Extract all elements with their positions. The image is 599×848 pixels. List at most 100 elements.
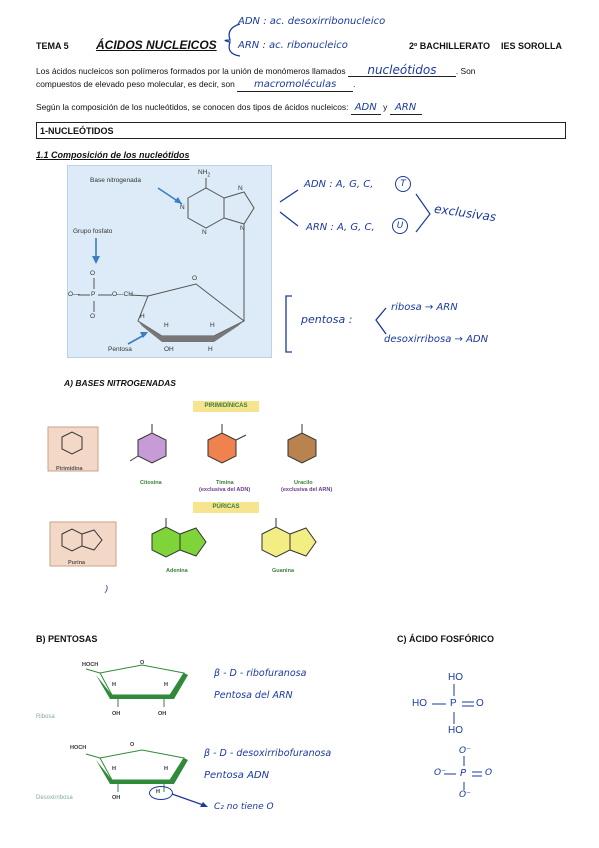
bases-title: A) BASES NITROGENADAS [64, 378, 176, 388]
answer-nucleotidos: nucleótidos [347, 64, 456, 77]
phos-o: O [476, 698, 484, 709]
ribosa-o: O [140, 660, 145, 666]
note-pentosa-arn: Pentosa del ARN [214, 690, 293, 701]
label-n1: N [180, 204, 185, 211]
label-oh: OH [164, 346, 174, 353]
note-arn-u: U [392, 218, 408, 234]
ribosa-hoch2: HOCH [82, 662, 99, 668]
label-desoxirribosa: Desoxirribosa [36, 795, 73, 801]
label-grupo-fosfato: Grupo fosfato [73, 228, 113, 235]
tag-pirimidinicas: PIRIMIDÍNICAS [193, 401, 259, 412]
label-o-minus: O— [68, 291, 80, 298]
nucleotide-diagram [78, 178, 255, 345]
pentose-diagrams [85, 664, 188, 792]
pentosas-title: B) PENTOSAS [36, 634, 98, 644]
intro-text-3y: y [383, 102, 388, 112]
desoxi-h3: H [156, 789, 160, 795]
phosphoric-bonds [432, 684, 482, 790]
phosphate-o-bottom: O⁻ [459, 790, 471, 800]
subsection-title: 1.1 Composición de los nucleótidos [36, 150, 190, 160]
note-desoxirribofuranosa: β - D - desoxirribofuranosa [204, 748, 332, 759]
note-arn-bases: ARN : A, G, C, [306, 222, 375, 233]
label-h3: H [210, 322, 215, 329]
label-n3: N [202, 229, 207, 236]
label-pirimidina: Pirimidina [56, 466, 83, 472]
phos-ho-left: HO [412, 698, 427, 709]
arn-note: ARN : ac. ribonucleico [238, 40, 348, 51]
note-ribosa: ribosa → ARN [391, 302, 458, 313]
pentosa-brackets [285, 295, 387, 353]
desoxi-o: O [130, 742, 135, 748]
label-h4: H [208, 346, 213, 353]
label-o-top: O [90, 270, 96, 277]
label-adenina: Adenina [166, 568, 188, 574]
ribosa-oh1: OH [112, 711, 121, 717]
school-label: IES SOROLLA [501, 41, 563, 51]
label-guanina: Guanina [272, 568, 295, 574]
label-och2: O—CH [112, 291, 133, 298]
note-desoxirribosa: desoxirribosa → ADN [384, 334, 489, 345]
phos-ho-bottom: HO [448, 725, 463, 736]
desoxi-h1: H [112, 766, 116, 772]
label-n9: N [240, 225, 245, 232]
c2-highlight-circle [149, 786, 173, 800]
answer-adn: ADN [350, 102, 381, 115]
course-label: 2º BACHILLERATO [409, 41, 490, 51]
fosforico-title: C) ÁCIDO FOSFÓRICO [397, 634, 494, 644]
intro-text-2a: compuestos de elevado peso molecular, es… [36, 79, 235, 89]
intro-text-3a: Según la composición de los nucleótidos,… [36, 102, 349, 112]
pyrimidine-molecules [47, 424, 317, 472]
ribosa-h2: H [164, 682, 168, 688]
note-adn-t: T [395, 176, 411, 192]
intro-text-1b: . Son [455, 66, 476, 76]
phosphate-o-right: O [485, 768, 493, 778]
label-uracilo-nota: (exclusiva del ARN) [281, 487, 333, 493]
phos-p: P [450, 698, 457, 709]
note-ribofuranosa: β - D - ribofuranosa [214, 668, 307, 679]
answer-macromoleculas: macromoléculas [237, 79, 354, 92]
nh2-subscript: 2 [207, 172, 211, 179]
note-pentosa-adn: Pentosa ADN [204, 770, 270, 781]
label-base-nitrogenada: Base nitrogenada [90, 177, 141, 184]
label-purina: Purina [68, 560, 86, 566]
phosphate-o-left: O⁻ [434, 768, 446, 778]
intro-line-2: compuestos de elevado peso molecular, es… [36, 78, 576, 92]
label-timina-nota: (exclusiva del ADN) [199, 487, 251, 493]
ribosa-oh2: OH [158, 711, 167, 717]
label-n7: N [238, 185, 243, 192]
label-timina: Timina [216, 480, 234, 486]
note-adn-bases: ADN : A, G, C, [304, 179, 374, 190]
desoxi-h2: H [164, 766, 168, 772]
label-pentosa: Pentosa [108, 346, 132, 353]
label-uracilo: Uracilo [294, 480, 313, 486]
label-o-bottom: O [90, 313, 96, 320]
label-nh2: NH2 [198, 169, 210, 178]
note-exclusivas: exclusivas [433, 201, 497, 225]
label-ring-o: O [192, 275, 198, 282]
label-p: P [91, 291, 96, 298]
purine-molecules [49, 518, 317, 567]
phos-ho-top: HO [448, 672, 463, 683]
c2-arrow [171, 793, 208, 807]
composition-brackets [279, 189, 431, 233]
ribosa-h1: H [112, 682, 116, 688]
intro-text-2b: . [353, 79, 356, 89]
nucleotide-figure: Base nitrogenada Grupo fosfato Pentosa N… [67, 165, 272, 358]
label-h2: H [164, 322, 169, 329]
intro-line-3: Según la composición de los nucleótidos,… [36, 101, 576, 115]
tag-puricas: PÚRICAS [193, 502, 259, 513]
label-citosina: Citosina [140, 480, 162, 486]
desoxi-oh: OH [112, 795, 121, 801]
label-ribosa: Ribosa [36, 714, 55, 720]
topic-number: TEMA 5 [36, 41, 69, 51]
note-c2: C₂ no tiene O [214, 802, 274, 812]
intro-text-1a: Los ácidos nucleicos son polímeros forma… [36, 66, 346, 76]
answer-arn: ARN [389, 102, 422, 115]
adn-note: ADN : ac. desoxirribonucleico [238, 16, 386, 27]
brace-annotation [224, 23, 241, 57]
phosphate-o-top: O⁻ [459, 746, 471, 756]
stray-mark: ) [105, 585, 109, 595]
label-h1: H [140, 313, 145, 320]
page-title: ÁCIDOS NUCLEICOS [96, 38, 217, 52]
section-title-nucleotidos: 1-NUCLEÓTIDOS [36, 122, 566, 139]
